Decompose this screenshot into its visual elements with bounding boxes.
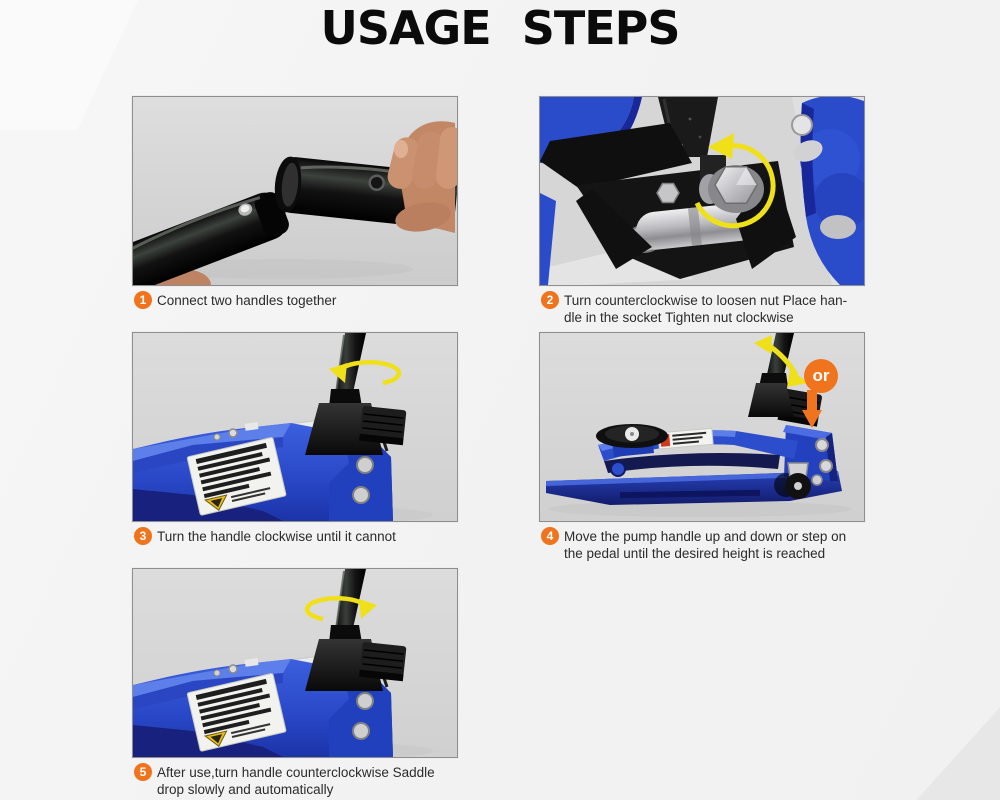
jack-release-handle-photo [133, 569, 457, 757]
rotation-arrow-icon [329, 360, 402, 386]
step5-number-badge: 5 [134, 763, 152, 781]
foot-pedal [359, 406, 407, 446]
step3-caption-text: Turn the handle clockwise until it canno… [157, 529, 396, 544]
or-badge: or [804, 359, 838, 393]
step5-caption: 5 After use,turn handle counterclockwise… [134, 763, 494, 798]
jack-rotate-handle-photo [133, 333, 457, 521]
press-pedal-down-arrow-icon [802, 390, 822, 428]
foot-pedal [359, 642, 407, 682]
step4-caption-text: Move the pump handle up and down or step… [564, 529, 847, 561]
step1-number-badge: 1 [134, 291, 152, 309]
nut-socket-closeup-photo [540, 97, 864, 285]
pump-motion-arrow-icon [754, 335, 808, 387]
jack-base [546, 471, 842, 505]
jack-pivot-blue [791, 97, 864, 285]
step4-number-badge: 4 [541, 527, 559, 545]
step3-number-badge: 3 [134, 527, 152, 545]
step1-caption: 1 Connect two handles together [134, 291, 494, 309]
step1-caption-text: Connect two handles together [157, 293, 337, 308]
warning-label [186, 437, 287, 516]
step2-number-badge: 2 [541, 291, 559, 309]
step1-image-panel [132, 96, 458, 286]
page-title: USAGE STEPS [320, 1, 680, 55]
counterclockwise-arrow-icon [694, 133, 776, 229]
handle-lock-nut [699, 155, 764, 213]
step2-image-panel [539, 96, 865, 286]
step5-caption-text: After use,turn handle counterclockwise S… [157, 765, 435, 797]
step4-caption: 4 Move the pump handle up and down or st… [541, 527, 901, 562]
step2-caption-text: Turn counterclockwise to loosen nut Plac… [564, 293, 848, 325]
step4-image-panel: or [539, 332, 865, 522]
step3-caption: 3 Turn the handle clockwise until it can… [134, 527, 494, 545]
step2-caption: 2 Turn counterclockwise to loosen nut Pl… [541, 291, 901, 326]
step3-image-panel [132, 332, 458, 522]
saddle-pad [596, 424, 668, 457]
two-handles-photo [133, 97, 457, 285]
counterclockwise-rotation-arrow-icon [304, 596, 377, 622]
background-diagonal-bottom-right [850, 660, 1000, 800]
step5-image-panel [132, 568, 458, 758]
caster-wheel [774, 462, 811, 499]
right-hand [387, 121, 457, 233]
arm-warning-label [657, 427, 714, 450]
warning-label [186, 673, 287, 752]
